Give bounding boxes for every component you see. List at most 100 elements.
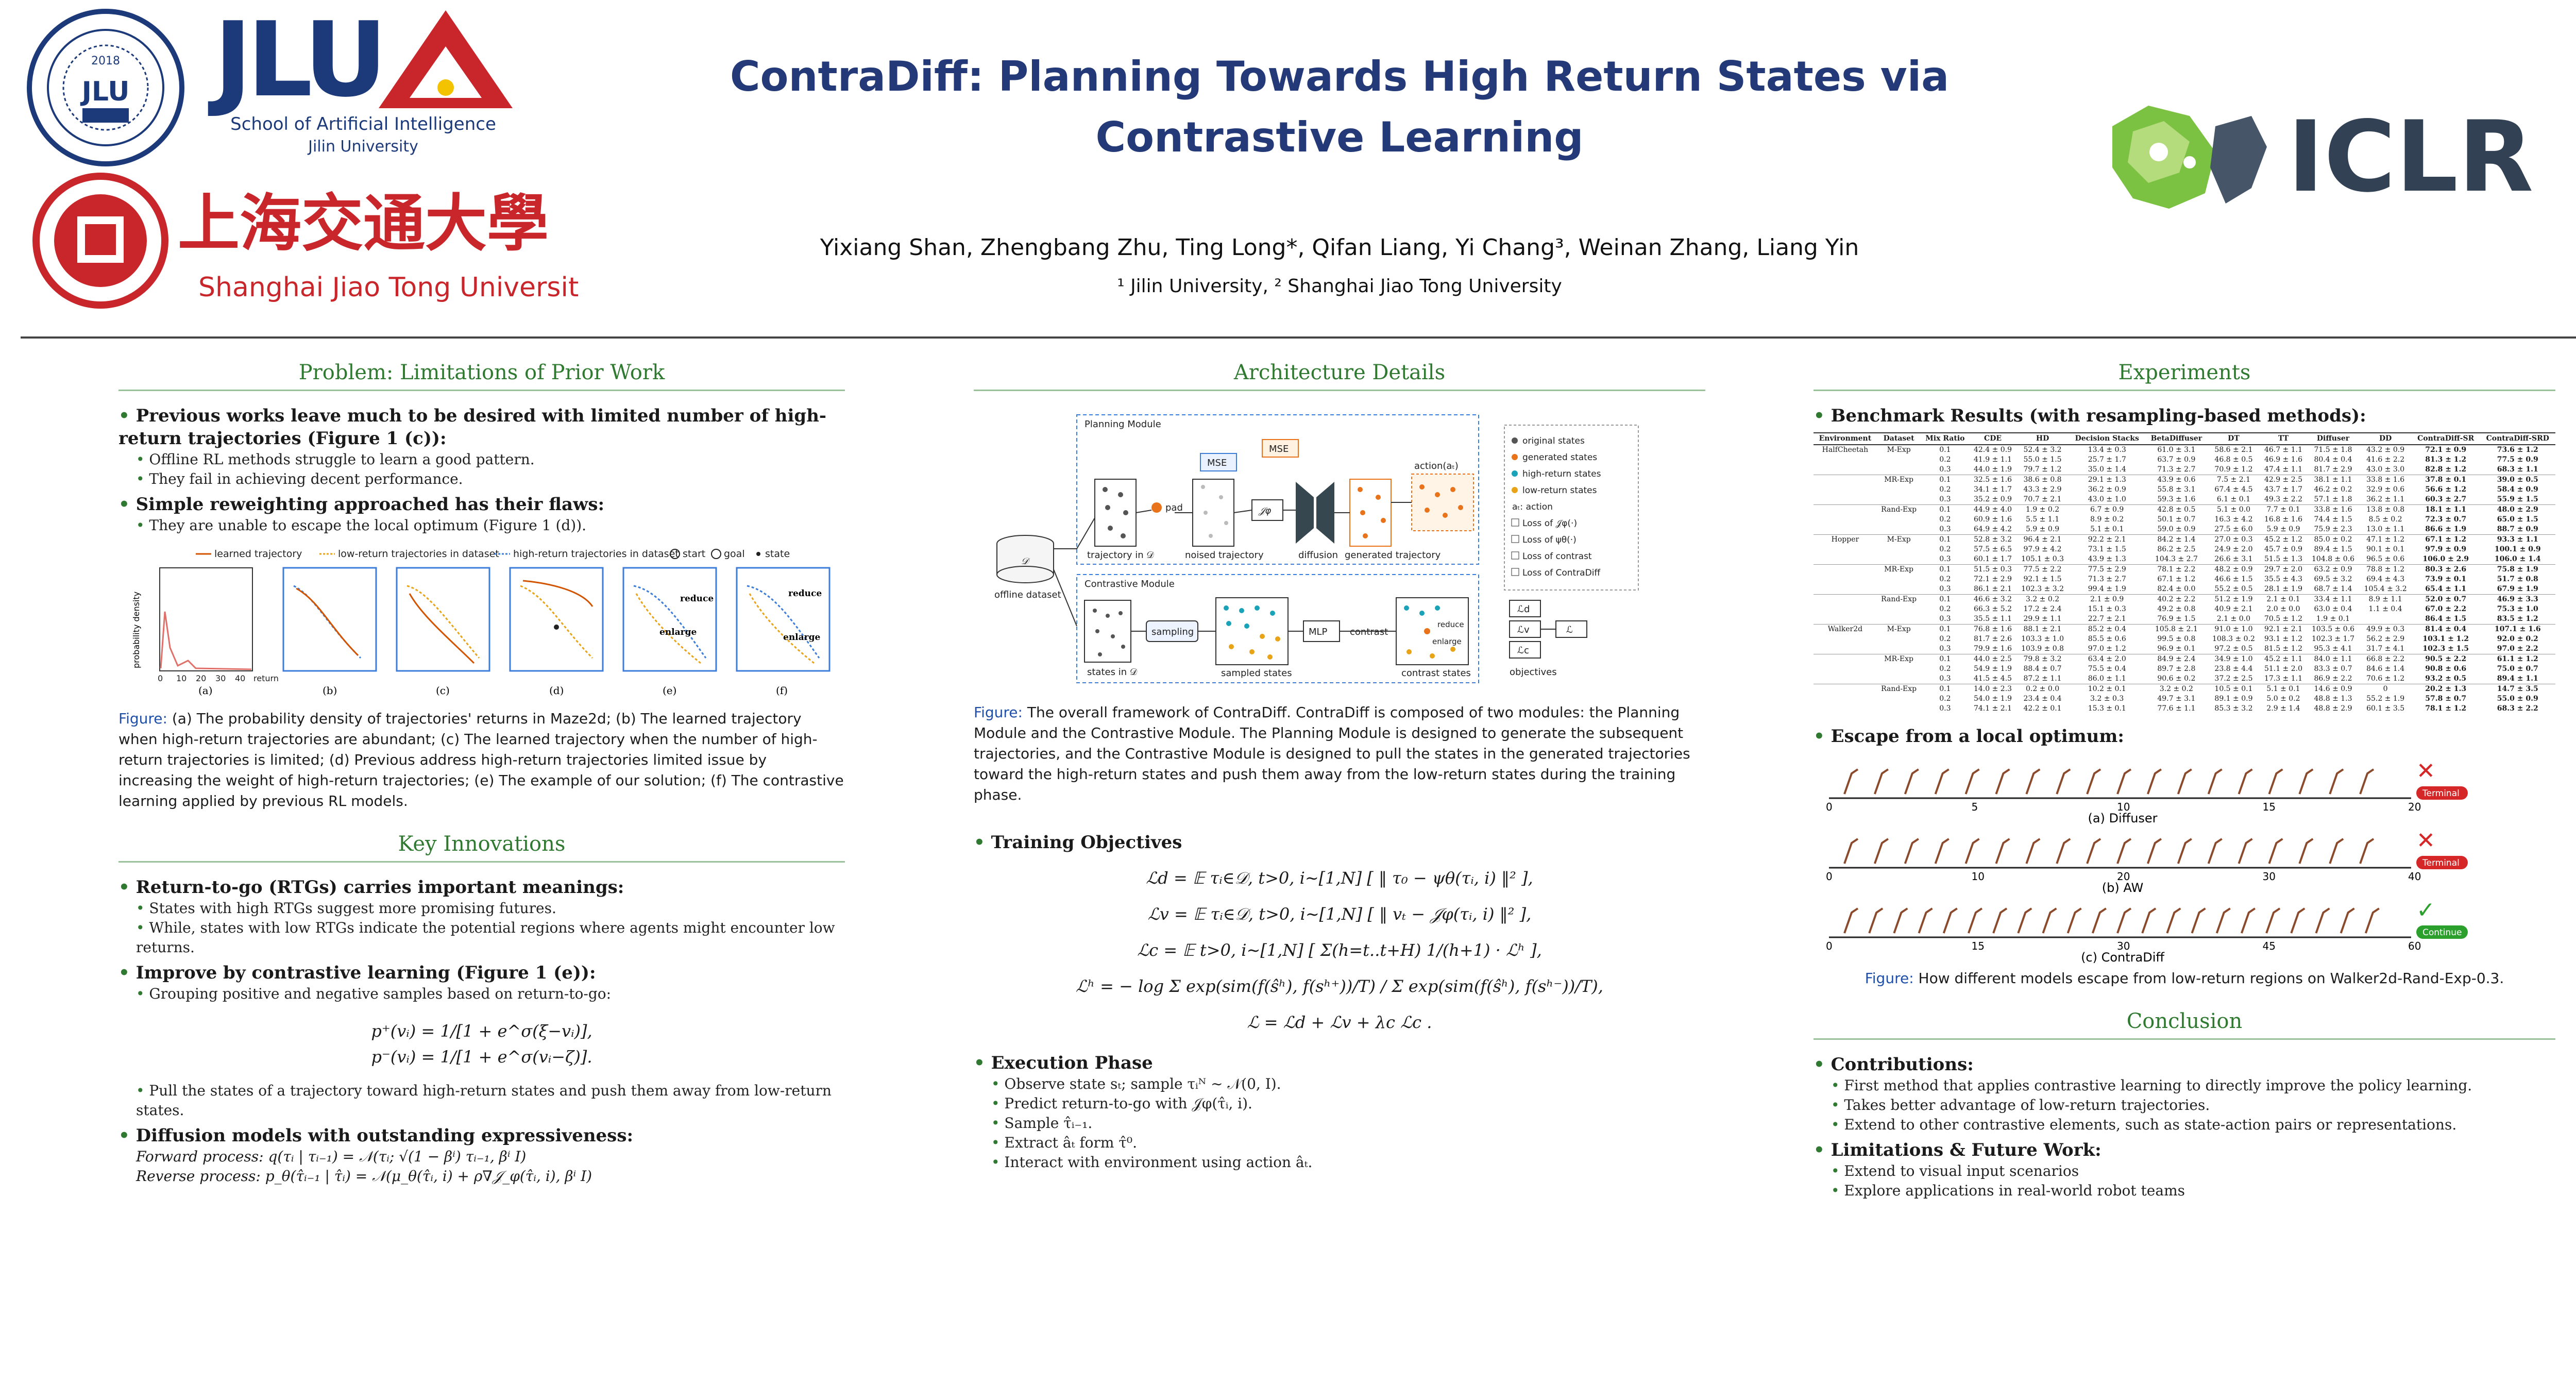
walker-figure	[2238, 838, 2253, 864]
table-cell: 90.1 ± 0.1	[2366, 545, 2405, 553]
table-cell: 49.2 ± 0.8	[2157, 605, 2196, 613]
table-cell: 108.3 ± 0.2	[2212, 635, 2255, 643]
table-cell: 79.9 ± 1.6	[1973, 645, 2012, 653]
table-cell: 46.7 ± 1.1	[2264, 446, 2303, 454]
contrib-item: Takes better advantage of low-return tra…	[1831, 1095, 2555, 1115]
innov-sub-2: While, states with low RTGs indicate the…	[136, 918, 845, 957]
future-item: Extend to visual input scenarios	[1831, 1161, 2555, 1181]
generated-label: generated trajectory	[1345, 550, 1441, 561]
innov-sub-4: Pull the states of a trajectory toward h…	[136, 1081, 845, 1120]
table-cell: 8.9 ± 1.1	[2359, 594, 2412, 604]
table-cell: 102.3 ± 1.7	[2312, 635, 2354, 643]
walker-figure	[2116, 838, 2132, 864]
table-cell: 29.9 ± 1.1	[2023, 615, 2062, 623]
table-cell: 66.8 ± 2.2	[2359, 654, 2412, 664]
table-cell: 33.8 ± 1.6	[2307, 504, 2360, 515]
arch-legend-low: low-return states	[1522, 485, 1597, 496]
reduce-label: reduce	[1437, 620, 1464, 629]
table-cell: 37.2 ± 2.5	[2214, 674, 2253, 683]
walker-figure	[2025, 768, 2041, 795]
walker-figure	[2191, 907, 2206, 934]
legend-state: state	[765, 548, 790, 560]
legend-start: start	[683, 548, 705, 560]
panel-d-label: (d)	[549, 684, 564, 697]
xtick: 20	[196, 673, 206, 683]
table-cell: 0.2	[1939, 665, 1951, 673]
table-cell: 104.8 ± 0.6	[2312, 555, 2354, 563]
seal-text: JLU	[80, 76, 130, 107]
table-cell: 55.0 ± 1.5	[2023, 456, 2062, 464]
annot-enlarge-e: enlarge	[659, 627, 697, 637]
exec-step-1: Observe state sₜ; sample τᵢᴺ ∼ 𝒩(0, I).	[991, 1074, 1705, 1094]
table-cell: 6.7 ± 0.9	[2069, 504, 2146, 515]
table-cell: 44.0 ± 1.9	[1973, 465, 2012, 474]
table-cell: 73.6 ± 1.2	[2497, 446, 2538, 454]
table-cell: 29.7 ± 2.0	[2260, 564, 2307, 575]
obj-total: ℒ	[1566, 625, 1573, 635]
jlu-seal-logo: 2018 JLU	[27, 9, 184, 166]
table-cell: 60.1 ± 1.7	[1973, 555, 2012, 563]
contrib-title: Contributions:	[1814, 1053, 2555, 1076]
table-cell: 86.9 ± 2.2	[2314, 674, 2352, 683]
table-cell: 99.4 ± 1.9	[2088, 585, 2126, 593]
escape-tick: 0	[1826, 801, 1833, 813]
table-cell	[1814, 654, 1877, 664]
sjtu-cn-name: 上海交通大學	[178, 187, 549, 260]
walker-figure	[2215, 907, 2231, 934]
jlu-wordmark: JLU	[208, 5, 382, 120]
table-cell: 23.4 ± 0.4	[2023, 695, 2062, 703]
table-cell: 43.7 ± 1.7	[2264, 485, 2303, 494]
table-cell: 86.1 ± 2.1	[1973, 585, 2012, 593]
density-plot: probability density 0 10 20 30 40 return…	[131, 567, 279, 697]
table-cell: 92.1 ± 2.1	[2260, 624, 2307, 634]
escape-tick: 30	[2263, 870, 2276, 883]
table-cell: 70.9 ± 1.2	[2214, 465, 2253, 474]
escape-row-caption: (b) AW	[2102, 881, 2143, 895]
legend-goal: goal	[724, 548, 745, 560]
table-cell: 60.1 ± 3.5	[2366, 704, 2405, 713]
table-cell: 70.5 ± 1.2	[2264, 615, 2303, 623]
enlarge-label: enlarge	[1432, 637, 1462, 646]
table-cell: 0.1	[1921, 624, 1970, 634]
table-cell	[1814, 664, 1877, 674]
table-cell: 92.0 ± 0.2	[2497, 635, 2538, 643]
escape-badge	[2416, 856, 2468, 869]
table-cell	[1877, 704, 1921, 714]
table-cell: 42.2 ± 0.1	[2023, 704, 2062, 713]
escape-tick: 20	[2408, 801, 2421, 813]
dataset-symbol: 𝒟	[1021, 556, 1030, 567]
table-cell: 10.5 ± 0.1	[2207, 684, 2260, 694]
iclr-wordmark: ICLR	[2287, 100, 2534, 214]
obj-lv: ℒv	[1517, 625, 1530, 635]
table-cell	[1877, 465, 1921, 475]
arch-legend-loss-contrast: Loss of contrast	[1522, 551, 1592, 562]
table-cell: 3.2 ± 0.2	[2016, 594, 2069, 604]
table-header-cell: ContraDiff-SR	[2411, 432, 2480, 445]
table-cell: 51.2 ± 1.9	[2207, 594, 2260, 604]
walker-figure	[2268, 768, 2283, 795]
table-cell: Rand-Exp	[1876, 684, 1921, 694]
table-cell: 52.4 ± 3.2	[2023, 446, 2062, 454]
table-cell: 95.3 ± 4.1	[2314, 645, 2352, 653]
contrastive-module-box	[1076, 574, 1479, 683]
traj-label: trajectory in 𝒟	[1087, 550, 1154, 561]
table-cell: MR-Exp	[1876, 475, 1921, 485]
table-cell: 42.8 ± 0.5	[2145, 504, 2208, 515]
contrib-item: First method that applies contrastive le…	[1831, 1076, 2555, 1095]
table-cell: 76.8 ± 1.6	[1969, 624, 2016, 634]
table-cell: 13.0 ± 1.1	[2366, 525, 2405, 533]
escape-tick: 0	[1826, 870, 1833, 883]
table-cell: 48.2 ± 0.9	[2207, 564, 2260, 575]
escape-badge-label: Terminal	[2422, 788, 2460, 799]
table-cell: 73.9 ± 0.1	[2425, 575, 2467, 583]
walker-figure	[2116, 907, 2132, 934]
table-cell: 34.9 ± 1.0	[2207, 654, 2260, 664]
annot-reduce-e: reduce	[680, 594, 714, 604]
table-cell: 80.3 ± 2.6	[2411, 564, 2480, 575]
escape-badge	[2416, 925, 2468, 939]
